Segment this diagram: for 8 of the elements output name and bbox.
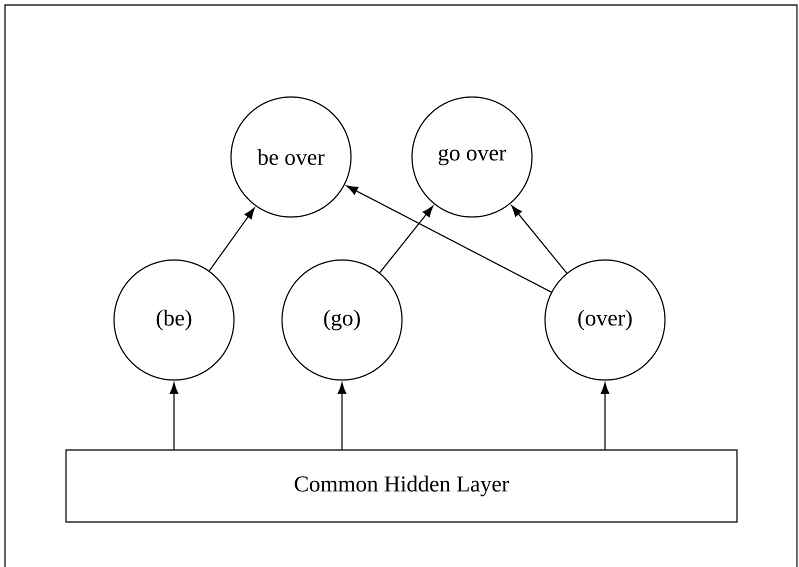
arrow bbox=[170, 382, 178, 450]
arrow bbox=[600, 382, 610, 450]
arrow bbox=[511, 205, 568, 274]
arrow bbox=[208, 208, 255, 272]
arrow bbox=[338, 382, 346, 450]
layer-box: Common Hidden Layer bbox=[65, 449, 738, 523]
arrow bbox=[379, 206, 434, 273]
arrow bbox=[346, 186, 552, 293]
